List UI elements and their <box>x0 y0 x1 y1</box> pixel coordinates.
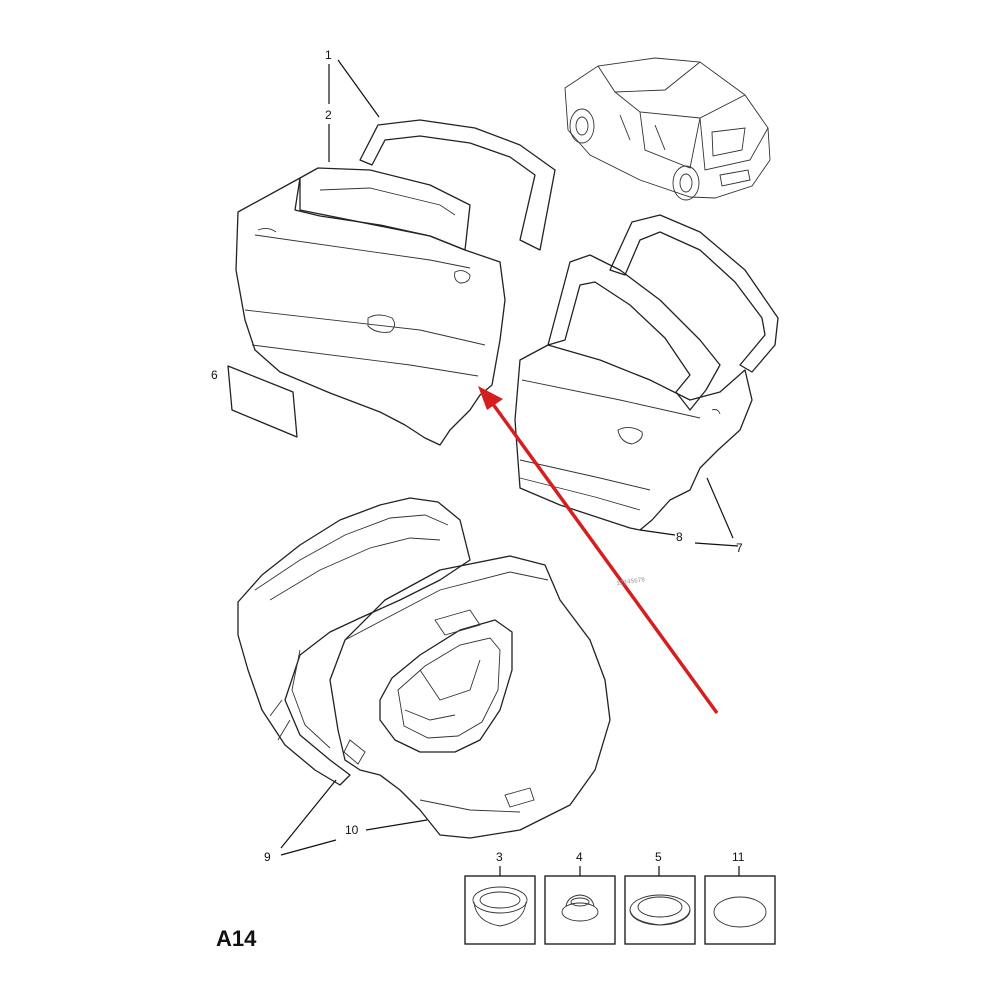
figure-code: A14 <box>216 926 257 951</box>
callout-9: 9 <box>264 850 271 864</box>
tailgate-outer-illustration <box>329 555 611 839</box>
front-door-illustration <box>235 119 556 446</box>
callout-labels: 1 2 6 8 7 10 9 3 4 5 11 <box>211 48 745 864</box>
seal-pad-illustration <box>227 365 298 438</box>
detail-box-3 <box>464 866 536 945</box>
detail-box-5 <box>624 866 696 945</box>
callout-7: 7 <box>736 541 743 555</box>
callout-8: 8 <box>676 530 683 544</box>
callout-10: 10 <box>345 823 359 837</box>
leader-lines <box>280 59 739 856</box>
callout-6: 6 <box>211 368 218 382</box>
callout-5: 5 <box>655 850 662 864</box>
callout-3: 3 <box>496 850 503 864</box>
detail-box-4 <box>544 866 616 945</box>
callout-11: 11 <box>732 850 745 864</box>
highlight-arrow <box>478 386 719 715</box>
tailgate-frame-illustration <box>237 497 471 786</box>
reference-car-illustration <box>564 57 771 201</box>
callout-1: 1 <box>325 48 332 62</box>
detail-box-11 <box>704 866 776 945</box>
rear-door-illustration <box>514 214 779 531</box>
stamp-text: 12345678 <box>616 576 646 587</box>
callout-2: 2 <box>325 108 332 122</box>
callout-4: 4 <box>576 850 583 864</box>
